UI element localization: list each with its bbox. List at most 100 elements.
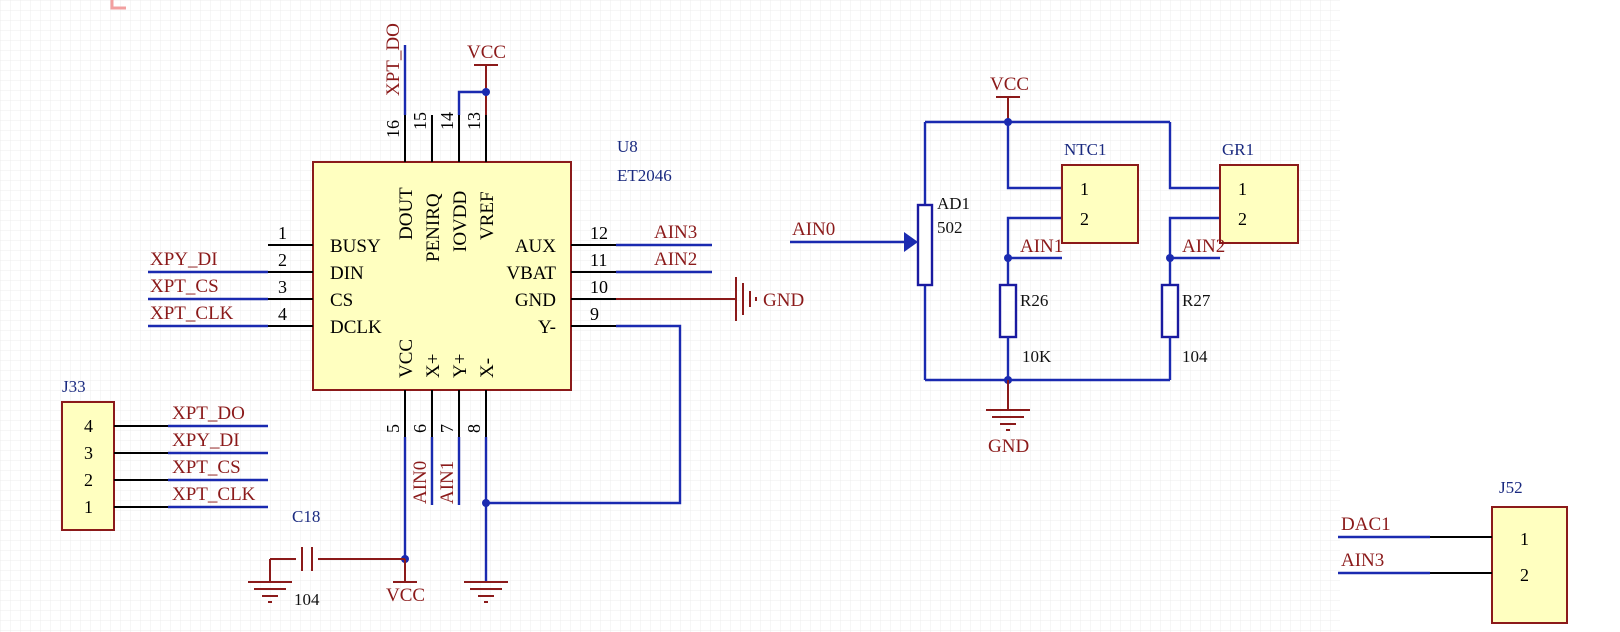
gnd-symbol-u8 <box>735 277 757 321</box>
ad1-value: 502 <box>937 218 963 237</box>
r27-designator: R27 <box>1182 291 1211 310</box>
u8-chip[interactable]: U8 ET2046 1 2 3 4 BUSY DIN CS DCLK 12 11… <box>268 112 672 437</box>
ad1-body[interactable] <box>916 203 934 287</box>
gnd-symbol-pin8 <box>464 581 508 603</box>
gr1-pin-1: 1 <box>1238 179 1247 199</box>
net-label-xpt-cs: XPT_CS <box>150 276 219 297</box>
j52-net-dac1: DAC1 <box>1341 514 1391 535</box>
net-label-xpt-clk: XPT_CLK <box>150 303 234 324</box>
u8-pin-4-name: DCLK <box>330 317 382 338</box>
u8-pin-11-name: VBAT <box>506 263 556 284</box>
sensor-vcc-label: VCC <box>990 74 1029 95</box>
u8-pin-9-num: 9 <box>590 304 599 324</box>
u8-pin-7-num: 7 <box>437 424 457 433</box>
ntc1-designator: NTC1 <box>1064 140 1107 159</box>
u8-pin-1-name: BUSY <box>330 236 381 257</box>
net-vcc-top-wire[interactable] <box>457 90 486 115</box>
gr1-pin-2: 2 <box>1238 209 1247 229</box>
u8-pin-10-num: 10 <box>590 277 608 297</box>
u8-pin-13-name: VREF <box>477 191 498 240</box>
u8-pin-2-num: 2 <box>278 250 287 270</box>
u8-pin-10-name: GND <box>515 290 556 311</box>
c18-designator: C18 <box>292 507 320 526</box>
c18-capacitor[interactable]: C18 104 <box>248 507 405 609</box>
u8-pin-9-name: Y- <box>538 317 556 338</box>
junction-vcc-top <box>482 88 490 96</box>
u8-pin-12-name: AUX <box>515 236 556 257</box>
u8-pin-3-name: CS <box>330 290 353 311</box>
u8-pin-15-num: 15 <box>410 112 430 130</box>
ntc1-body[interactable] <box>1061 164 1139 244</box>
u8-pin-13-num: 13 <box>464 112 484 130</box>
j33-net-xpt-cs: XPT_CS <box>172 457 241 478</box>
net-label-ain0-bottom: AIN0 <box>410 461 431 504</box>
grid-background <box>0 0 1340 632</box>
sensor-section: VCC AIN0 AD1 502 NTC1 1 2 AIN1 R26 10K G… <box>790 74 1299 457</box>
j33-designator: J33 <box>62 377 86 396</box>
r26-body[interactable] <box>998 283 1018 339</box>
j33-pin-4-num: 4 <box>84 416 93 436</box>
u8-pin-15-name: PENIRQ <box>423 193 444 262</box>
ad1-designator: AD1 <box>937 194 970 213</box>
net-label-ain3: AIN3 <box>654 222 697 243</box>
u8-pin-14-name: IOVDD <box>450 191 471 252</box>
u8-part: ET2046 <box>617 166 672 185</box>
u8-body[interactable] <box>312 161 572 391</box>
c18-vcc-label: VCC <box>386 585 425 606</box>
r27-value: 104 <box>1182 347 1208 366</box>
gnd-symbol-sensor <box>986 409 1030 431</box>
u8-pin-16-num: 16 <box>383 120 403 138</box>
u8-pin-8-num: 8 <box>464 424 484 433</box>
gnd-symbol-c18 <box>248 581 292 603</box>
gr1-net-ain2: AIN2 <box>1182 236 1225 257</box>
u8-pin-8-name: X- <box>477 358 498 378</box>
ad1-wiper-arrow <box>904 232 918 252</box>
j33-connector[interactable]: J33 4 3 2 1 XPT_DO XPY_DI XPT_CS XPT_CLK <box>61 377 268 531</box>
net-label-xpy-di: XPY_DI <box>150 249 218 270</box>
net-label-xpt-do-top: XPT_DO <box>383 23 404 96</box>
u8-designator: U8 <box>617 137 638 156</box>
j33-net-xpy-di: XPY_DI <box>172 430 240 451</box>
u8-pin-3-num: 3 <box>278 277 287 297</box>
j33-net-xpt-do: XPT_DO <box>172 403 245 424</box>
j33-pin-2-num: 2 <box>84 470 93 490</box>
net-label-gnd-u8: GND <box>763 290 804 311</box>
j52-body[interactable] <box>1491 506 1568 624</box>
net-y-minus-wire[interactable] <box>486 324 682 505</box>
u8-pin-5-name: VCC <box>396 339 417 378</box>
u8-pin-2-name: DIN <box>330 263 364 284</box>
u8-pin-16-name: DOUT <box>396 187 417 240</box>
u8-pin-12-num: 12 <box>590 223 608 243</box>
gr1-designator: GR1 <box>1222 140 1254 159</box>
ntc1-pin-2: 2 <box>1080 209 1089 229</box>
j52-designator: J52 <box>1499 478 1523 497</box>
net-label-ain2: AIN2 <box>654 249 697 270</box>
j33-net-xpt-clk: XPT_CLK <box>172 484 256 505</box>
j33-pin-1-num: 1 <box>84 497 93 517</box>
gr1-body[interactable] <box>1219 164 1299 244</box>
corner-mark <box>110 0 126 10</box>
r27-body[interactable] <box>1160 283 1180 339</box>
ad1-input-label: AIN0 <box>792 219 835 240</box>
j33-pin-3-num: 3 <box>84 443 93 463</box>
net-label-ain1-bottom: AIN1 <box>437 461 458 504</box>
u8-pin-11-num: 11 <box>590 250 607 270</box>
u8-pin-4-num: 4 <box>278 304 287 324</box>
u8-pin-5-num: 5 <box>383 424 403 433</box>
j52-pin-2-num: 2 <box>1520 565 1529 585</box>
u8-pin-6-num: 6 <box>410 424 430 433</box>
u8-pin-7-name: Y+ <box>450 354 471 378</box>
j52-pin-1-num: 1 <box>1520 529 1529 549</box>
r26-designator: R26 <box>1020 291 1048 310</box>
u8-nets: XPY_DI XPT_CS XPT_CLK AIN3 AIN2 GND XPT_… <box>148 23 804 606</box>
r26-value: 10K <box>1022 347 1052 366</box>
u8-pin-6-name: X+ <box>423 354 444 378</box>
j33-body[interactable] <box>61 401 115 531</box>
u8-pin-14-num: 14 <box>437 112 457 130</box>
j52-connector[interactable]: J52 1 2 DAC1 AIN3 <box>1338 478 1568 624</box>
ntc1-pin-1: 1 <box>1080 179 1089 199</box>
ntc1-net-ain1: AIN1 <box>1020 236 1063 257</box>
sensor-gnd-label: GND <box>988 436 1029 457</box>
c18-value: 104 <box>294 590 320 609</box>
